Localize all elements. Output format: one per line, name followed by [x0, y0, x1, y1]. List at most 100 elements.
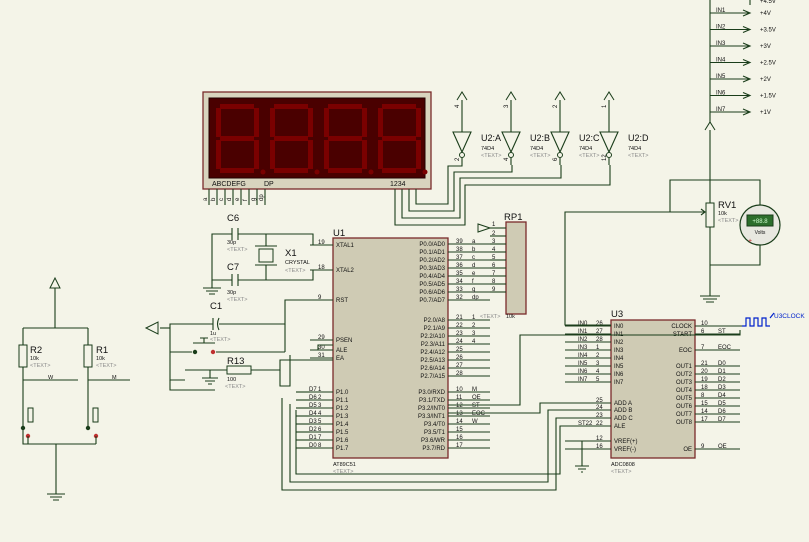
svg-text:8: 8: [701, 393, 705, 399]
u1-pin-3: P1.2: [336, 406, 349, 412]
u1-pin-25: P2.4/A12: [420, 350, 445, 356]
gate-type: 74D4: [481, 146, 494, 152]
gate-ref: U2:C: [579, 133, 600, 143]
u1-pin-17: P3.7/RD: [422, 446, 445, 452]
u1-pin-35: P0.4/AD4: [419, 274, 445, 280]
switch-w[interactable]: [20, 407, 34, 444]
svg-text:19: 19: [318, 240, 325, 246]
input-net-IN5: IN5: [716, 74, 726, 80]
u3-pin-4: IN6: [614, 372, 624, 378]
r1-text: <TEXT>: [96, 363, 116, 369]
capacitor-c1[interactable]: C1 1u <TEXT>: [210, 301, 230, 343]
rp1-text: <TEXT>: [480, 314, 500, 320]
capacitor-c6[interactable]: C6 30p <TEXT>: [227, 213, 247, 253]
input-net-IN2: IN2: [716, 25, 726, 31]
r2-ref: R2: [30, 345, 42, 356]
display-dp-label: DP: [264, 181, 274, 188]
u1-pin-26: P2.5/A13: [420, 358, 445, 364]
u3-pin-24: ADD B: [614, 408, 632, 414]
svg-text:D6: D6: [718, 409, 726, 415]
svg-text:c: c: [472, 255, 475, 261]
svg-text:ST: ST: [472, 403, 480, 409]
input-net-IN3: IN3: [716, 41, 726, 47]
digit-4: [378, 104, 428, 175]
u3-pin-20: OUT2: [676, 372, 693, 378]
svg-text:D7: D7: [309, 387, 317, 393]
rp1-resistor-pack[interactable]: RP1 <TEXT> 10k 1: [477, 212, 527, 320]
svg-text:e: e: [472, 271, 476, 277]
c6-value: 30p: [227, 240, 236, 246]
u1-pin-30: ALE: [336, 348, 347, 354]
svg-text:D5: D5: [718, 401, 726, 407]
crystal-x1[interactable]: X1 CRYSTAL <TEXT>: [255, 245, 310, 274]
resistor-r2[interactable]: R2 10k <TEXT>: [18, 344, 50, 369]
svg-text:dp: dp: [472, 295, 479, 301]
svg-text:4: 4: [492, 247, 496, 253]
reset-pushbutton[interactable]: [170, 337, 285, 355]
svg-text:24: 24: [596, 405, 603, 411]
svg-text:15: 15: [456, 427, 463, 433]
input-volt-top: +4.5V: [760, 0, 776, 5]
u1-pin-28: P2.7/A15: [420, 374, 445, 380]
display-pin-c: c: [219, 198, 225, 201]
svg-text:EOC: EOC: [718, 345, 732, 351]
capacitor-c7[interactable]: C7 30p <TEXT>: [227, 262, 247, 303]
u1-microcontroller[interactable]: U1 AT89C51 <TEXT>: [332, 228, 449, 475]
u3-pin-15: OUT6: [676, 404, 693, 410]
u1-pin-16: P3.6/WR: [421, 438, 446, 444]
u3-pin-3: IN5: [614, 364, 624, 370]
u3-pin-10: CLOCK: [671, 324, 692, 330]
svg-text:33: 33: [456, 287, 463, 293]
u1-pin-9: RST: [336, 298, 348, 304]
u1-pin-13: P3.3/INT1: [418, 414, 446, 420]
svg-text:IN4: IN4: [578, 353, 588, 359]
svg-text:5: 5: [318, 419, 322, 425]
u1-pin-29: PSEN: [336, 338, 352, 344]
u3-pin-22: ALE: [614, 424, 625, 430]
svg-text:2: 2: [492, 231, 496, 237]
input-net-IN1: IN1: [716, 8, 726, 14]
u3-ref: U3: [611, 309, 623, 320]
resistor-r13[interactable]: R13 100 <TEXT>: [225, 356, 252, 390]
u1-pin-38: P0.1/AD1: [419, 250, 445, 256]
c7-value: 30p: [227, 290, 236, 296]
display-pin-b: b: [211, 197, 217, 201]
display-pin-a: a: [203, 197, 209, 201]
svg-text:23: 23: [456, 331, 463, 337]
u3-adc[interactable]: U3 ADC0808 <TEXT>: [610, 309, 696, 475]
svg-text:9: 9: [318, 295, 322, 301]
svg-text:4: 4: [596, 369, 600, 375]
svg-text:D5: D5: [309, 403, 317, 409]
rv1-text: <TEXT>: [718, 218, 738, 224]
svg-text:24: 24: [456, 339, 463, 345]
svg-text:IN2: IN2: [578, 337, 588, 343]
voltmeter[interactable]: +88.8 Volts +: [739, 204, 781, 246]
svg-text:3: 3: [492, 239, 496, 245]
switch-m[interactable]: [85, 407, 99, 444]
u3-pin-12: VREF(+): [614, 439, 638, 445]
u3-pin-5: IN7: [614, 380, 624, 386]
svg-text:25: 25: [596, 398, 603, 404]
digit-2: [270, 104, 320, 175]
svg-text:20: 20: [701, 369, 708, 375]
svg-text:21: 21: [456, 315, 463, 321]
svg-text:IN5: IN5: [578, 361, 588, 367]
resistor-r1[interactable]: R1 10k <TEXT>: [83, 344, 116, 369]
svg-text:6: 6: [492, 263, 496, 269]
seven-segment-display[interactable]: ABCDEFG DP 1234: [202, 91, 432, 190]
r13-value: 100: [227, 377, 236, 383]
u3-pin-26: IN0: [614, 324, 624, 330]
potentiometer-rv1[interactable]: RV1 10k <TEXT>: [697, 200, 738, 228]
u1-pin-12: P3.2/INT0: [418, 406, 446, 412]
svg-text:2: 2: [472, 323, 476, 329]
svg-text:D0: D0: [718, 361, 726, 367]
svg-text:6: 6: [318, 427, 322, 433]
clock-source[interactable]: U3CLOCK: [742, 312, 805, 327]
svg-text:EOC: EOC: [472, 411, 486, 417]
svg-text:11: 11: [456, 395, 463, 401]
